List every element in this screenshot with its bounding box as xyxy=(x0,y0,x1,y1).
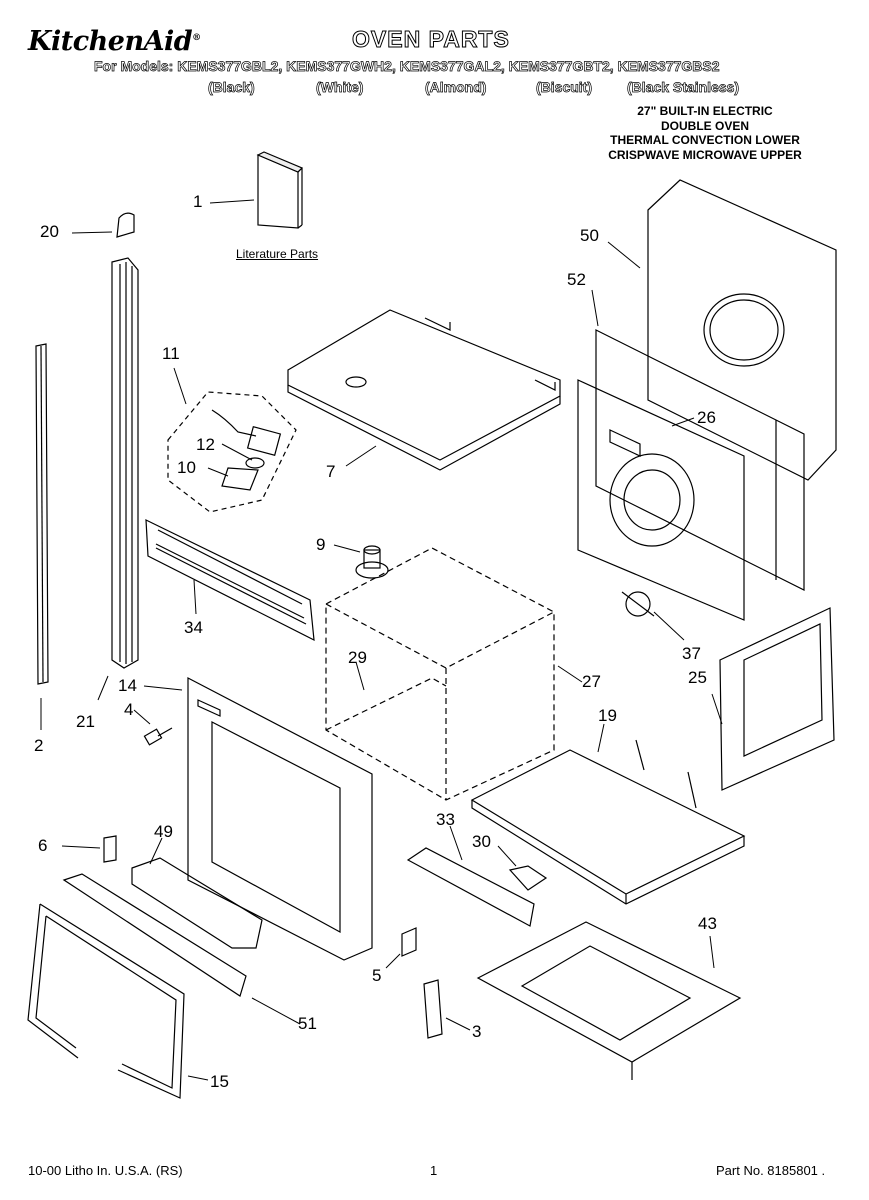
literature-booklet xyxy=(256,151,304,229)
callout-26: 26 xyxy=(697,408,716,427)
part-37-thermostat xyxy=(621,591,655,617)
part-49-bracket xyxy=(131,857,263,949)
callout-20: 20 xyxy=(40,222,59,241)
callout-37: 37 xyxy=(682,644,701,663)
color-black: (Black) xyxy=(208,79,255,96)
description-line: 27" BUILT-IN ELECTRIC xyxy=(637,104,773,118)
product-description: 27" BUILT-IN ELECTRIC DOUBLE OVEN THERMA… xyxy=(575,104,835,162)
description-line: THERMAL CONVECTION LOWER xyxy=(610,133,800,147)
part-15-door-gasket xyxy=(27,903,185,1099)
callout-25: 25 xyxy=(688,668,707,687)
models-line: For Models: KEMS377GBL2, KEMS377GWH2, KE… xyxy=(94,58,720,75)
footer-part-number: Part No. 8185801 . xyxy=(716,1163,826,1178)
page-title: OVEN PARTS xyxy=(352,26,510,53)
callout-27: 27 xyxy=(582,672,601,691)
callout-15: 15 xyxy=(210,1072,229,1091)
color-white: (White) xyxy=(316,79,364,96)
part-6-clip xyxy=(103,835,117,863)
brand-logo: KitchenAid® xyxy=(28,26,201,57)
part-14-front-frame xyxy=(187,677,373,961)
callout-30: 30 xyxy=(472,832,491,851)
callout-2: 2 xyxy=(34,736,44,755)
part-33-rail xyxy=(406,847,535,927)
part-4-screw xyxy=(143,727,173,746)
callout-29: 29 xyxy=(348,648,367,667)
part-51-lower-trim xyxy=(62,873,247,997)
callout-3: 3 xyxy=(472,1022,482,1041)
part-11-wire-assembly xyxy=(167,391,297,513)
callout-50: 50 xyxy=(580,226,599,245)
part-27-oven-cavity xyxy=(325,547,555,801)
part-21-side-trim xyxy=(111,257,139,669)
part-7-top-panel xyxy=(287,309,561,471)
leader-lines xyxy=(40,199,723,1081)
callout-43: 43 xyxy=(698,914,717,933)
callout-1: 1 xyxy=(193,192,203,211)
callout-21: 21 xyxy=(76,712,95,731)
color-almond: (Almond) xyxy=(425,79,487,96)
part-50-rear-panel xyxy=(647,179,837,481)
callout-19: 19 xyxy=(598,706,617,725)
description-line: CRISPWAVE MICROWAVE UPPER xyxy=(608,147,802,162)
footer-litho: 10-00 Litho In. U.S.A. (RS) xyxy=(28,1163,183,1178)
part-19-bottom-tray xyxy=(470,739,746,905)
callout-7: 7 xyxy=(326,462,336,481)
color-biscuit: (Biscuit) xyxy=(536,79,593,96)
brand-name: KitchenAid xyxy=(28,26,193,57)
callout-51: 51 xyxy=(298,1014,317,1033)
callout-4: 4 xyxy=(124,700,134,719)
part-3-bracket xyxy=(423,979,443,1039)
callout-34: 34 xyxy=(184,618,203,637)
callout-14: 14 xyxy=(118,676,137,695)
part-30-small-bracket xyxy=(508,865,548,891)
literature-parts-label: Literature Parts xyxy=(236,247,319,261)
color-black-stainless: (Black Stainless) xyxy=(627,79,740,96)
part-52-rear-liner xyxy=(595,329,805,591)
part-20-tab xyxy=(116,212,135,238)
part-34-vent-grille xyxy=(145,519,315,642)
part-5-bracket xyxy=(401,927,417,957)
callout-49: 49 xyxy=(154,822,173,841)
callout-12: 12 xyxy=(196,435,215,454)
part-43-drip-pan xyxy=(476,921,742,1080)
callout-33: 33 xyxy=(436,810,455,829)
callout-11: 11 xyxy=(162,344,180,363)
callout-6: 6 xyxy=(38,836,48,855)
part-26-fan-panel xyxy=(577,379,745,621)
part-25-side-panel xyxy=(719,607,835,791)
callout-5: 5 xyxy=(372,966,382,985)
footer-page-number: 1 xyxy=(430,1163,438,1178)
callout-52: 52 xyxy=(567,270,586,289)
callout-9: 9 xyxy=(316,535,326,554)
registered-mark: ® xyxy=(192,33,201,43)
part-2-gasket-strip xyxy=(35,343,49,685)
description-line: DOUBLE OVEN xyxy=(660,118,749,133)
callout-10: 10 xyxy=(177,458,196,477)
part-9-motor xyxy=(355,545,389,579)
